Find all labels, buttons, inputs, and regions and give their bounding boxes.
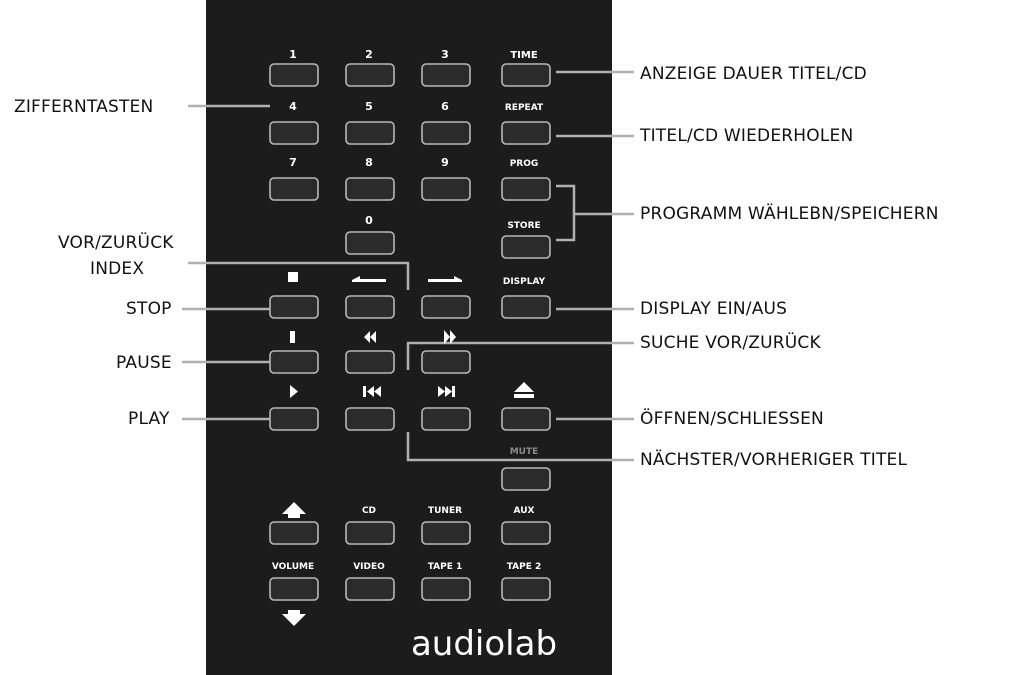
label-repeat: REPEAT (505, 103, 544, 113)
label-aux: AUX (514, 506, 535, 516)
label-tuner: TUNER (428, 506, 462, 516)
leader-lines (182, 70, 634, 462)
btn-prog[interactable] (501, 177, 551, 201)
btn-4[interactable] (269, 121, 319, 145)
callout-programm: PROGRAMM WÄHLEBN/SPEICHERN (640, 204, 939, 224)
label-0: 0 (365, 214, 373, 227)
label-cd: CD (362, 506, 376, 516)
label-tape1: TAPE 1 (428, 562, 463, 572)
btn-7[interactable] (269, 177, 319, 201)
btn-prev-index[interactable] (345, 295, 395, 319)
arrow-right-icon (428, 276, 462, 282)
label-6: 6 (441, 100, 449, 113)
btn-rewind[interactable] (345, 350, 395, 374)
brand-logo: audiolab (411, 624, 557, 664)
label-video: VIDEO (353, 562, 385, 572)
label-mute: MUTE (510, 447, 539, 457)
btn-time[interactable] (501, 63, 551, 87)
label-tape2: TAPE 2 (507, 562, 542, 572)
label-8: 8 (365, 156, 373, 169)
btn-repeat[interactable] (501, 121, 551, 145)
btn-skip-prev[interactable] (345, 407, 395, 431)
label-store: STORE (507, 221, 540, 231)
rewind-icon (364, 331, 376, 343)
label-5: 5 (365, 100, 373, 113)
label-prog: PROG (510, 159, 539, 169)
btn-stop[interactable] (269, 295, 319, 319)
btn-display[interactable] (501, 295, 551, 319)
btn-0[interactable] (345, 231, 395, 255)
eject-icon (514, 382, 534, 398)
label-9: 9 (441, 156, 449, 169)
callout-wiederholen: TITEL/CD WIEDERHOLEN (640, 126, 854, 146)
label-volume: VOLUME (272, 562, 314, 572)
label-4: 4 (289, 100, 297, 113)
callout-zifferntasten: ZIFFERNTASTEN (14, 97, 154, 117)
label-3: 3 (441, 48, 449, 61)
callout-oeffnen: ÖFFNEN/SCHLIESSEN (640, 409, 824, 429)
callout-pause: PAUSE (116, 353, 172, 373)
volume-up-icon (282, 502, 306, 518)
btn-9[interactable] (421, 177, 471, 201)
btn-tape2[interactable] (501, 577, 551, 601)
label-7: 7 (289, 156, 297, 169)
remote-body (206, 0, 612, 675)
btn-3[interactable] (421, 63, 471, 87)
btn-tape1[interactable] (421, 577, 471, 601)
btn-eject[interactable] (501, 407, 551, 431)
btn-skip-next[interactable] (421, 407, 471, 431)
label-display: DISPLAY (503, 277, 546, 287)
btn-6[interactable] (421, 121, 471, 145)
callout-play: PLAY (128, 409, 170, 429)
btn-vol-up[interactable] (269, 521, 319, 545)
callout-naechster: NÄCHSTER/VORHERIGER TITEL (640, 450, 908, 470)
volume-down-icon (282, 610, 306, 626)
btn-mute[interactable] (501, 467, 551, 491)
pause-icon (290, 331, 295, 343)
btn-play[interactable] (269, 407, 319, 431)
arrow-left-icon (352, 276, 386, 282)
label-1: 1 (289, 48, 297, 61)
callout-stop: STOP (126, 299, 172, 319)
skip-next-icon (438, 386, 455, 397)
callout-suche: SUCHE VOR/ZURÜCK (640, 333, 821, 353)
btn-next-index[interactable] (421, 295, 471, 319)
btn-video[interactable] (345, 577, 395, 601)
leader-naechster (406, 432, 634, 462)
btn-8[interactable] (345, 177, 395, 201)
btn-tuner[interactable] (421, 521, 471, 545)
leader-vor-zurueck (188, 261, 410, 290)
label-2: 2 (365, 48, 373, 61)
callout-anzeige: ANZEIGE DAUER TITEL/CD (640, 64, 867, 84)
btn-store[interactable] (501, 235, 551, 259)
callout-index: INDEX (90, 259, 145, 279)
skip-previous-icon (363, 386, 381, 397)
btn-forward[interactable] (421, 350, 471, 374)
btn-1[interactable] (269, 63, 319, 87)
btn-pause[interactable] (269, 350, 319, 374)
stop-icon (288, 272, 298, 282)
btn-cd[interactable] (345, 521, 395, 545)
callout-vor-zurueck: VOR/ZURÜCK (58, 233, 174, 253)
btn-vol-down[interactable] (269, 577, 319, 601)
play-icon (290, 385, 298, 398)
btn-2[interactable] (345, 63, 395, 87)
btn-5[interactable] (345, 121, 395, 145)
btn-aux[interactable] (501, 521, 551, 545)
leader-suche (406, 341, 634, 370)
label-time: TIME (510, 50, 537, 61)
fast-forward-icon (444, 330, 456, 344)
leader-programm (556, 184, 634, 242)
callout-display: DISPLAY EIN/AUS (640, 299, 788, 319)
